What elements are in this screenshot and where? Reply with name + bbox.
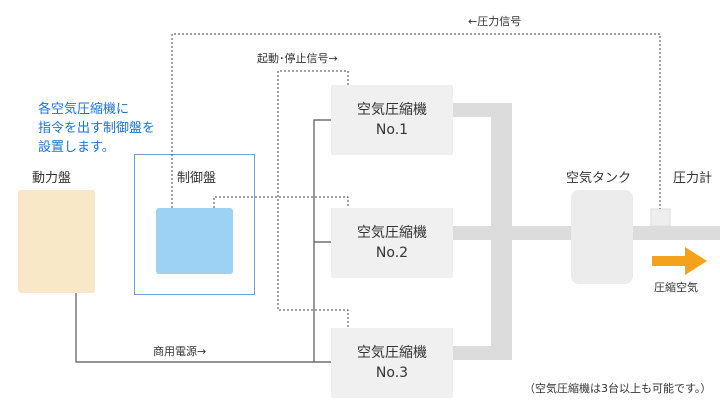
power-line-main [75, 293, 331, 363]
pressure-gauge-label: 圧力計 [673, 171, 713, 186]
start-stop-signal-label: 起動･停止信号→ [257, 52, 338, 65]
compressor-number: No.3 [375, 365, 409, 381]
pipe-header [491, 103, 512, 360]
controller-box [156, 208, 233, 274]
power-panel-label: 動力盤 [32, 171, 72, 186]
control-panel-label: 制御盤 [177, 171, 217, 186]
compressor-name: 空気圧縮機 [357, 225, 427, 241]
start-stop-line-bus [277, 70, 349, 328]
compressor-number: No.1 [375, 122, 409, 138]
compressed-air-arrow [652, 247, 707, 275]
compressor-no2: 空気圧縮機 No.2 [331, 208, 453, 278]
tank-label: 空気タンク [566, 171, 632, 186]
pressure-signal-line [171, 33, 661, 209]
note-line: 指令を出す制御盤を [38, 121, 156, 136]
compressor-number: No.2 [375, 245, 409, 261]
compressor-name: 空気圧縮機 [357, 102, 427, 118]
control-panel-note: 各空気圧縮機に 指令を出す制御盤を 設置します。 [38, 100, 155, 157]
compressor-name: 空気圧縮機 [357, 345, 427, 361]
pressure-gauge [650, 208, 671, 227]
pressure-signal-label: ←圧力信号 [468, 15, 522, 28]
power-line-bus [313, 119, 331, 362]
power-panel-box [18, 190, 95, 293]
note-line: 各空気圧縮機に [38, 102, 130, 117]
footnote: （空気圧縮機は3台以上も可能です。） [524, 382, 712, 395]
pipe-outlet [628, 226, 720, 240]
control-panel-frame [134, 154, 255, 295]
compressor-no1: 空気圧縮機 No.1 [331, 85, 453, 155]
compressor-no3: 空気圧縮機 No.3 [331, 328, 453, 398]
compressed-air-label: 圧縮空気 [654, 281, 698, 294]
start-stop-line-no2 [213, 196, 349, 208]
note-line: 設置します。 [38, 140, 115, 155]
air-tank [571, 190, 633, 284]
power-signal-label: 商用電源→ [153, 345, 207, 358]
pipe-no2 [450, 226, 575, 240]
